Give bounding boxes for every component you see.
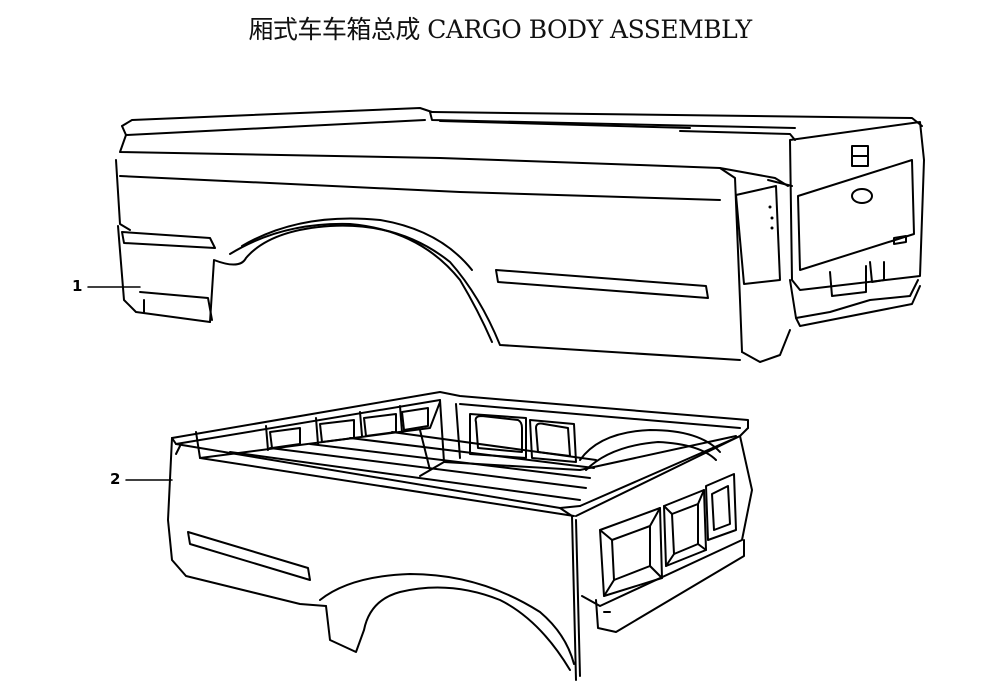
callout-2-label: 2 [110,470,121,488]
callout-1-label: 1 [72,277,83,295]
diagram-title: 厢式车车箱总成 CARGO BODY ASSEMBLY [248,15,752,44]
callout-leaders [87,286,173,481]
part-2-cargo-bed [167,391,753,681]
part-1-outer-body [115,107,925,363]
